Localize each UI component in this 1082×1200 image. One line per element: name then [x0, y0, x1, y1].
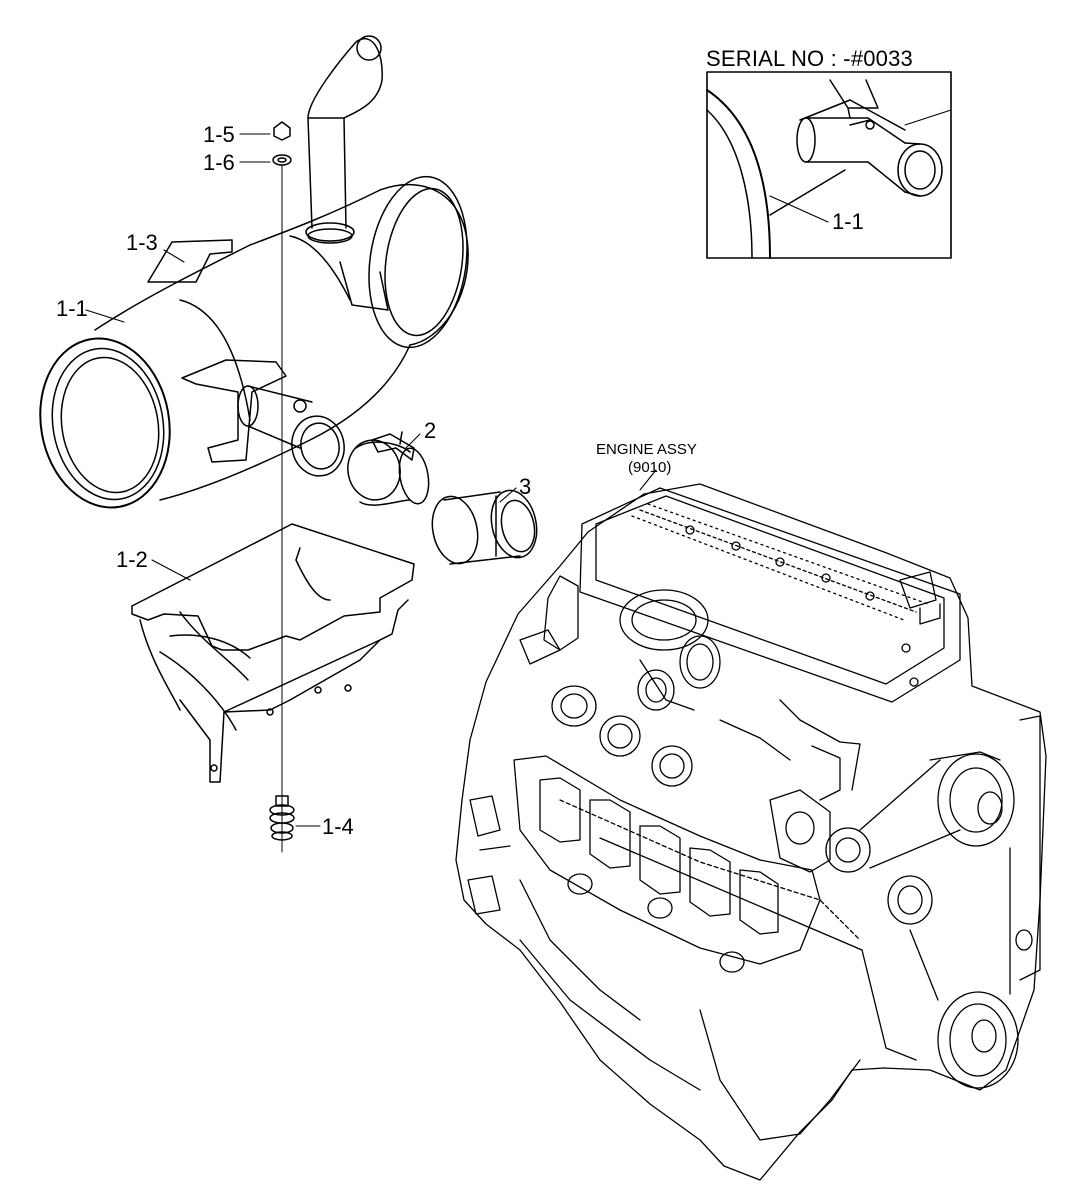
callout-1-5: 1-5 [203, 122, 235, 147]
engine-assy-title: ENGINE ASSY [596, 441, 697, 458]
callout-1-2: 1-2 [116, 547, 148, 572]
support-bracket [131, 523, 415, 783]
muffler-assembly [39, 35, 469, 509]
engine-assembly [455, 483, 1047, 1181]
inset-callout-1-1: 1-1 [832, 209, 864, 234]
inset-serial-title: SERIAL NO : -#0033 [706, 46, 913, 71]
exhaust-clamp [347, 431, 430, 506]
inset-detail [706, 71, 952, 259]
leader-lines [85, 133, 657, 827]
callout-1-3: 1-3 [126, 230, 158, 255]
connecting-pipe [431, 489, 538, 565]
callout-1-4: 1-4 [322, 814, 354, 839]
callout-1-6: 1-6 [203, 150, 235, 175]
callout-1-1: 1-1 [56, 296, 88, 321]
inset-frame [706, 71, 952, 259]
callout-2: 2 [424, 418, 437, 443]
callout-3: 3 [519, 474, 532, 499]
bolt-hardware [269, 121, 295, 853]
engine-assy-code: (9010) [628, 459, 672, 476]
